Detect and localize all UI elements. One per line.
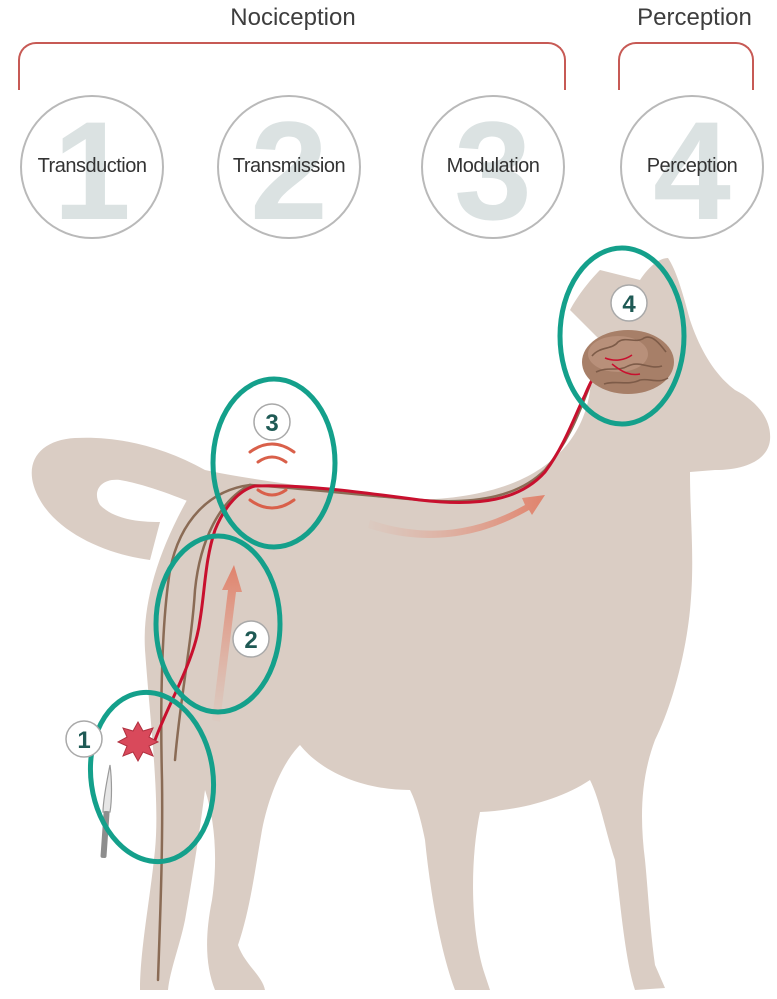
marker-1: 1	[77, 727, 90, 754]
brain-icon	[582, 330, 674, 394]
scalpel-icon	[100, 765, 111, 858]
marker-3: 3	[265, 410, 278, 437]
marker-2: 2	[244, 627, 257, 654]
marker-4: 4	[622, 291, 636, 318]
injury-burst-icon	[118, 722, 158, 761]
